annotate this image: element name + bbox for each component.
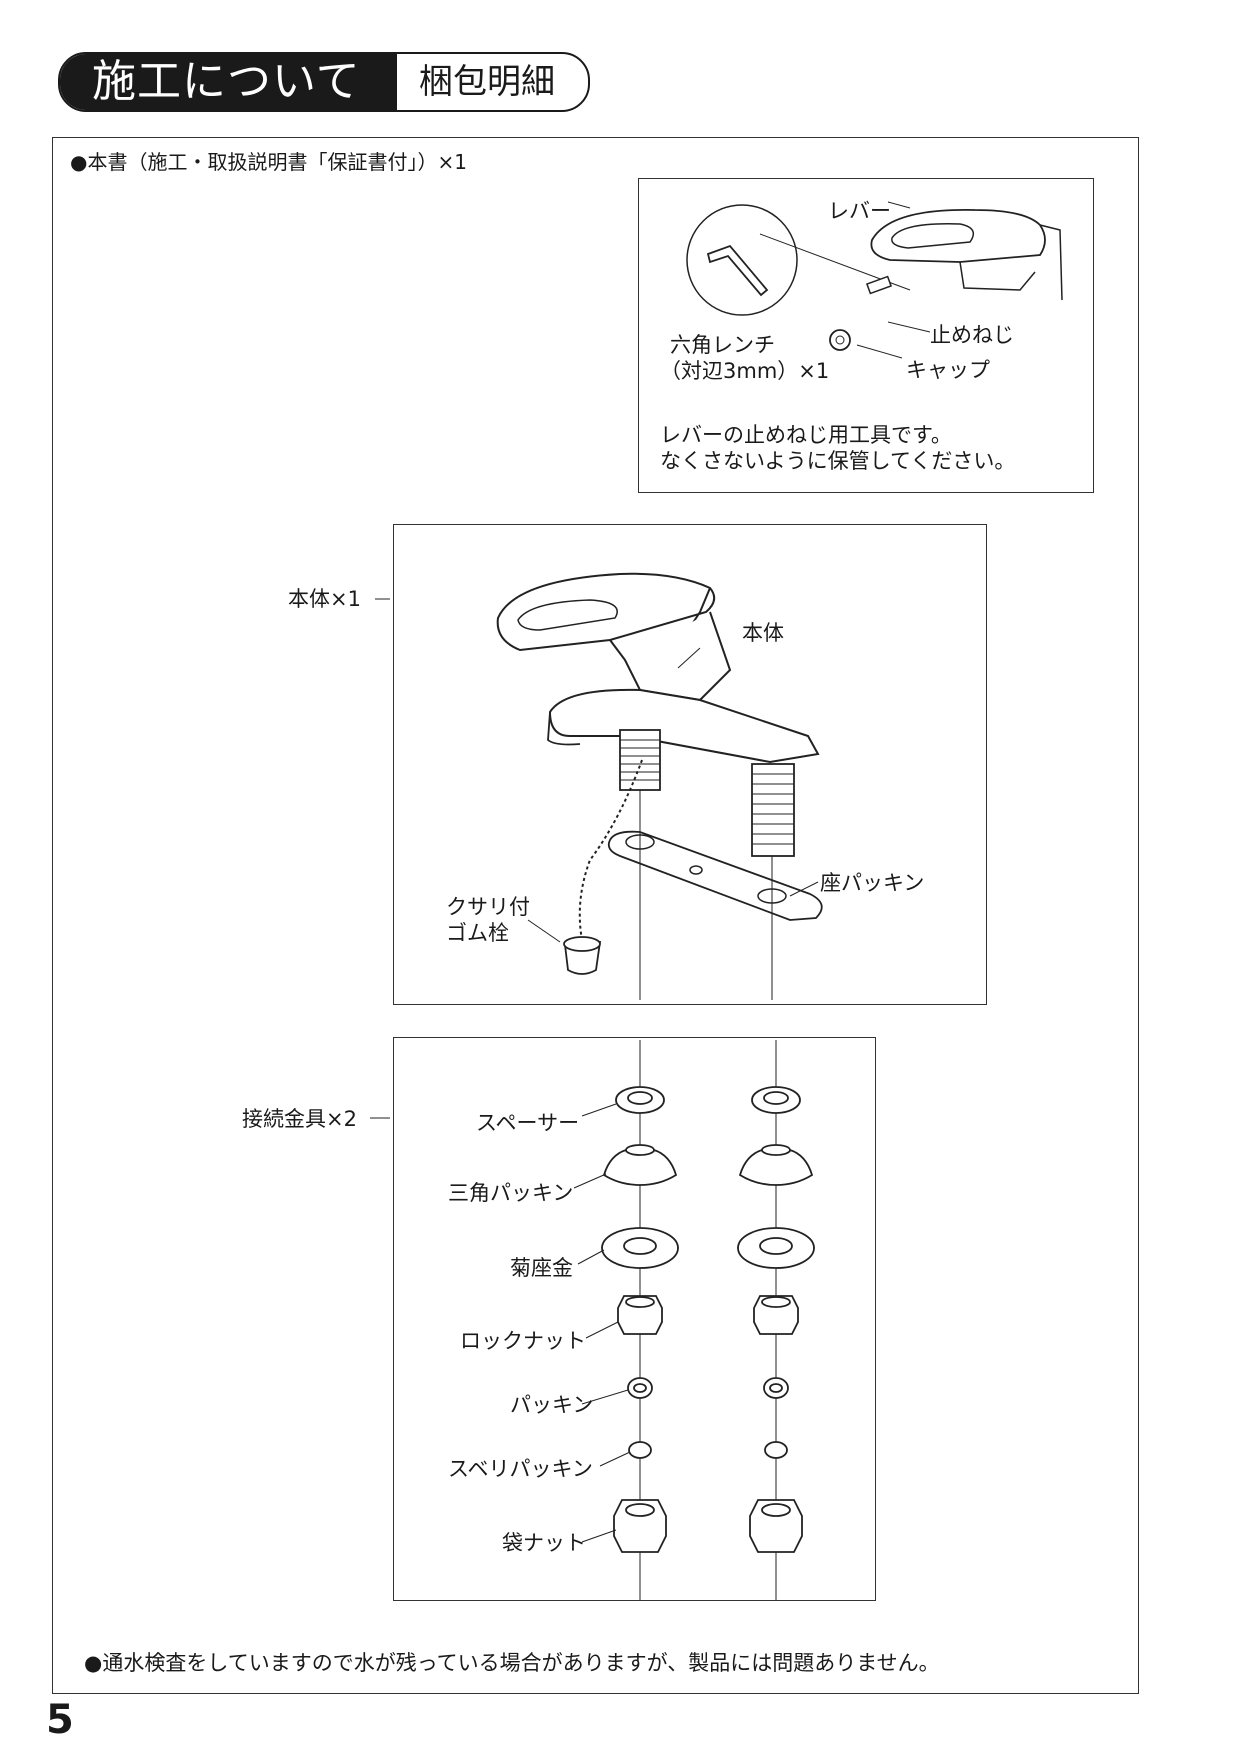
page-number: 5: [46, 1697, 74, 1743]
plug-label-line2: ゴム栓: [446, 921, 509, 945]
fittings-illustration: [370, 1040, 815, 1600]
seat-packing-label: 座パッキン: [820, 871, 925, 895]
lever-icon: [870, 209, 1046, 263]
section-subtitle: 梱包明細: [395, 54, 588, 110]
fitting-part-label: スベリパッキン: [448, 1457, 593, 1481]
wrench-label-line1: 六角レンチ: [670, 333, 775, 357]
section-title: 施工について: [60, 54, 395, 110]
fitting-part-label: 三角パッキン: [448, 1181, 574, 1205]
water-test-note: ●通水検査をしていますので水が残っている場合がありますが、製品には問題ありません…: [84, 1651, 940, 1675]
body-quantity-label: 本体×1: [288, 587, 361, 611]
set-screw-icon: [865, 275, 893, 295]
plug-label-line1: クサリ付: [446, 895, 530, 919]
set-screw-label: 止めねじ: [930, 323, 1014, 347]
faucet-illustration: [375, 572, 823, 1000]
fitting-part-label: パッキン: [510, 1393, 594, 1417]
magnifier-circle: [686, 204, 798, 316]
fitting-part-label: 菊座金: [510, 1256, 573, 1280]
manual-item: ●本書（施工・取扱説明書「保証書付」）×1: [70, 150, 467, 174]
wrench-box: [638, 178, 1094, 493]
wrench-label-line2: （対辺3mm）×1: [660, 359, 830, 383]
wrench-note-line1: レバーの止めねじ用工具です。: [660, 423, 952, 447]
fittings-box: [393, 1037, 876, 1601]
lever-label: レバー: [828, 199, 891, 223]
hex-wrench-icon: [706, 244, 769, 297]
fitting-part-label: スペーサー: [476, 1111, 580, 1135]
section-header: 施工について 梱包明細: [58, 52, 590, 112]
cap-icon: [829, 329, 851, 351]
cap-label: キャップ: [906, 358, 990, 382]
fitting-part-label: 袋ナット: [502, 1531, 586, 1555]
fittings-quantity-label: 接続金具×2: [242, 1107, 357, 1131]
wrench-illustration: [686, 201, 1063, 359]
fitting-part-label: ロックナット: [460, 1329, 586, 1353]
body-label: 本体: [742, 621, 784, 645]
package-contents-frame: [52, 137, 1139, 1694]
wrench-note-line2: なくさないように保管してください。: [660, 449, 1016, 473]
faucet-body-box: [393, 524, 987, 1005]
